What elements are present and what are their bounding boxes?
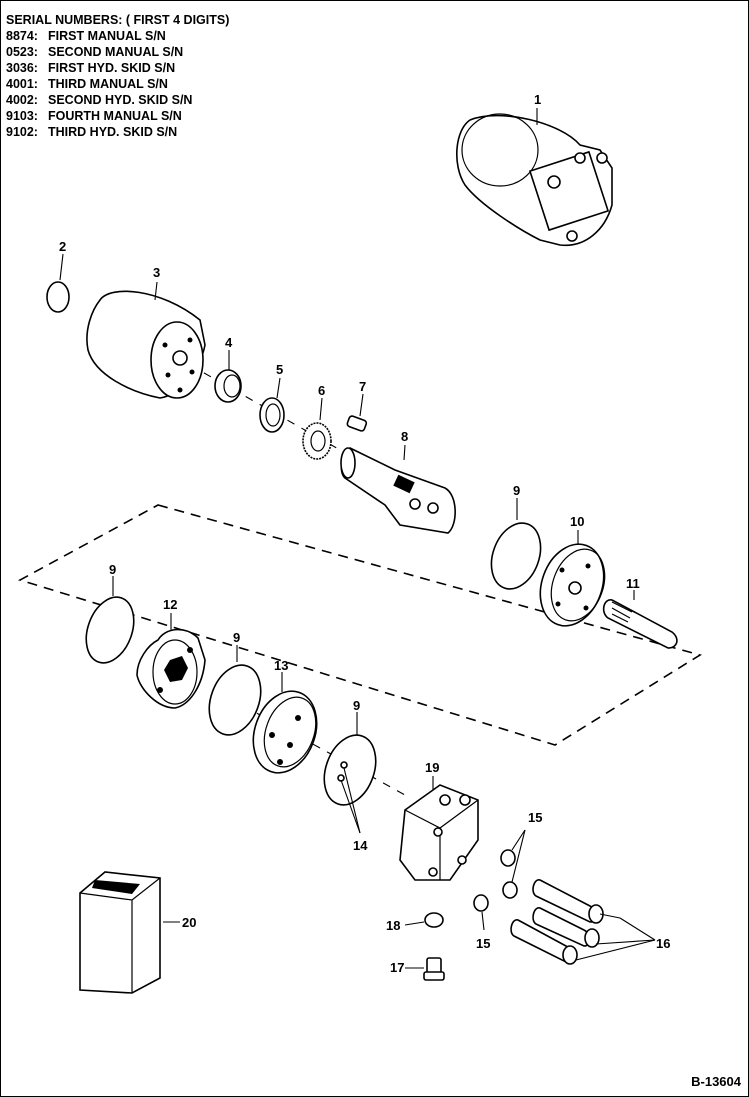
serial-desc: SECOND MANUAL S/N	[48, 45, 184, 59]
serial-code: 4001:	[6, 77, 38, 91]
part-13-end-plate	[252, 690, 318, 774]
callout-15-lower: 15	[476, 936, 490, 951]
part-3-housing	[86, 290, 206, 399]
callout-9-left: 9	[109, 562, 116, 577]
part-1-steering-unit	[455, 113, 613, 247]
serial-row: 9102: THIRD HYD. SKID S/N	[6, 124, 229, 140]
serial-row: 0523: SECOND MANUAL S/N	[6, 44, 229, 60]
callout-6: 6	[318, 383, 325, 398]
serial-desc: FIRST HYD. SKID S/N	[48, 61, 176, 75]
callout-7: 7	[359, 379, 366, 394]
callout-1: 1	[534, 92, 541, 107]
callout-4: 4	[225, 335, 233, 350]
part-10-plate	[539, 543, 606, 627]
serial-legend-title: SERIAL NUMBERS: ( FIRST 4 DIGITS)	[6, 13, 230, 27]
callout-2: 2	[59, 239, 66, 254]
serial-desc: SECOND HYD. SKID S/N	[48, 93, 193, 107]
serial-row: 4001: THIRD MANUAL S/N	[6, 76, 229, 92]
callout-9-middle: 9	[233, 630, 240, 645]
callout-12: 12	[163, 597, 177, 612]
serial-code: 4002:	[6, 93, 38, 107]
callout-16: 16	[656, 936, 670, 951]
part-20-seal-kit	[79, 871, 161, 994]
part-11-drive-shaft	[602, 599, 678, 649]
callout-9-lower: 9	[353, 698, 360, 713]
figure-reference: B-13604	[691, 1074, 741, 1089]
part-16-bolts	[510, 879, 604, 965]
callout-11: 11	[626, 576, 640, 591]
serial-desc: FOURTH MANUAL S/N	[48, 109, 182, 123]
serial-desc: FIRST MANUAL S/N	[48, 29, 166, 43]
callout-18: 18	[386, 918, 400, 933]
part-18-seal	[424, 912, 444, 928]
dashed-group-outline	[17, 504, 702, 746]
part-5-seal	[259, 397, 285, 433]
part-6-thrust-bearing	[302, 422, 332, 460]
serial-code: 9103:	[6, 109, 38, 123]
part-2-seal	[46, 281, 70, 313]
part-8-spool	[340, 447, 456, 534]
serial-row: 3036: FIRST HYD. SKID S/N	[6, 60, 229, 76]
serial-row: 4002: SECOND HYD. SKID S/N	[6, 92, 229, 108]
serial-desc: THIRD MANUAL S/N	[48, 77, 168, 91]
callout-19: 19	[425, 760, 439, 775]
serial-row: 9103: FOURTH MANUAL S/N	[6, 108, 229, 124]
serial-code: 3036:	[6, 61, 38, 75]
leader-lines	[59, 108, 656, 969]
part-15-washers	[473, 849, 518, 912]
callout-20: 20	[182, 915, 196, 930]
serial-desc: THIRD HYD. SKID S/N	[48, 125, 178, 139]
part-7-pin	[346, 415, 368, 432]
part-9-oring-lower	[323, 734, 377, 806]
callouts: 1 2 3 4 5 6 7 8 9 10 11 9 12 9 13 9 14 1…	[59, 92, 670, 975]
serial-code: 9102:	[6, 125, 38, 139]
part-17-plug	[423, 957, 445, 981]
part-12-gerotor	[136, 628, 206, 709]
part-9-oring-middle	[208, 664, 262, 736]
callout-8: 8	[401, 429, 408, 444]
serial-code: 0523:	[6, 45, 38, 59]
callout-10: 10	[570, 514, 584, 529]
callout-13: 13	[274, 658, 288, 673]
callout-3: 3	[153, 265, 160, 280]
callout-5: 5	[276, 362, 283, 377]
part-9-oring-left	[85, 596, 135, 664]
callout-15-upper: 15	[528, 810, 542, 825]
serial-numbers-legend: SERIAL NUMBERS: ( FIRST 4 DIGITS) 8874: F…	[6, 12, 229, 140]
part-4-bushing	[214, 369, 242, 403]
serial-code: 8874:	[6, 29, 38, 43]
part-19-end-cap	[399, 784, 479, 881]
callout-9-upper: 9	[513, 483, 520, 498]
serial-row: 8874: FIRST MANUAL S/N	[6, 28, 229, 44]
part-9-oring	[490, 522, 542, 590]
callout-14: 14	[353, 838, 368, 853]
callout-17: 17	[390, 960, 404, 975]
